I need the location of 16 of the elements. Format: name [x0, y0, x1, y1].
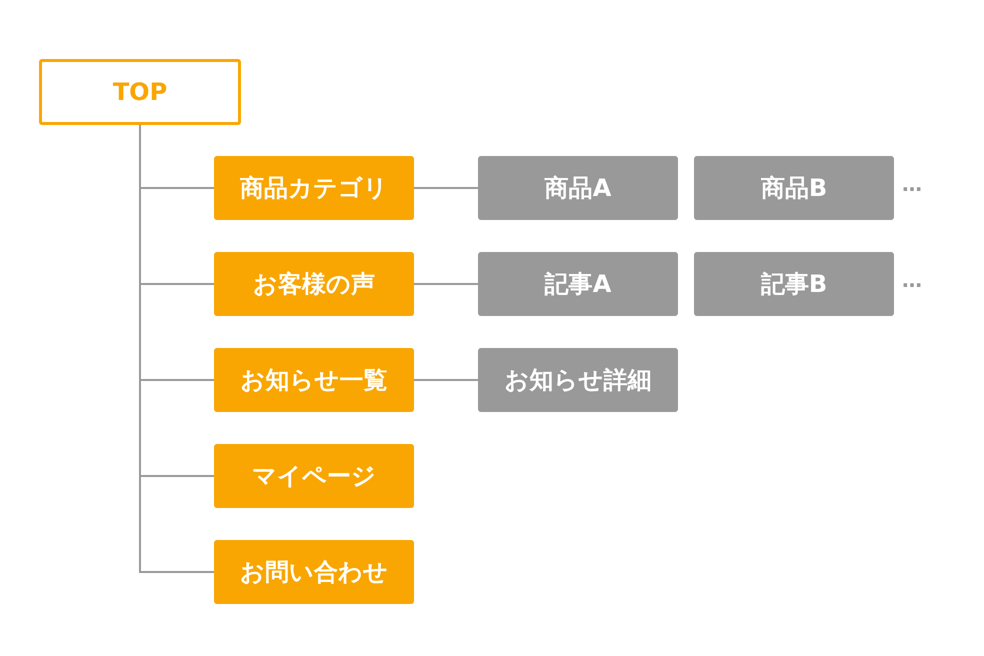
connector-line	[414, 379, 478, 381]
category-box: お知らせ一覧	[214, 348, 414, 412]
category-box: お問い合わせ	[214, 540, 414, 604]
page-box: 商品A	[478, 156, 678, 220]
category-box: マイページ	[214, 444, 414, 508]
top-box: TOP	[39, 59, 241, 125]
page-box: 商品B	[694, 156, 894, 220]
ellipsis: …	[902, 172, 922, 196]
connector-line	[414, 187, 478, 189]
connector-line	[414, 283, 478, 285]
page-box: お知らせ詳細	[478, 348, 678, 412]
page-box: 記事A	[478, 252, 678, 316]
page-box: 記事B	[694, 252, 894, 316]
ellipsis: …	[902, 268, 922, 292]
category-box: 商品カテゴリ	[214, 156, 414, 220]
category-box: お客様の声	[214, 252, 414, 316]
